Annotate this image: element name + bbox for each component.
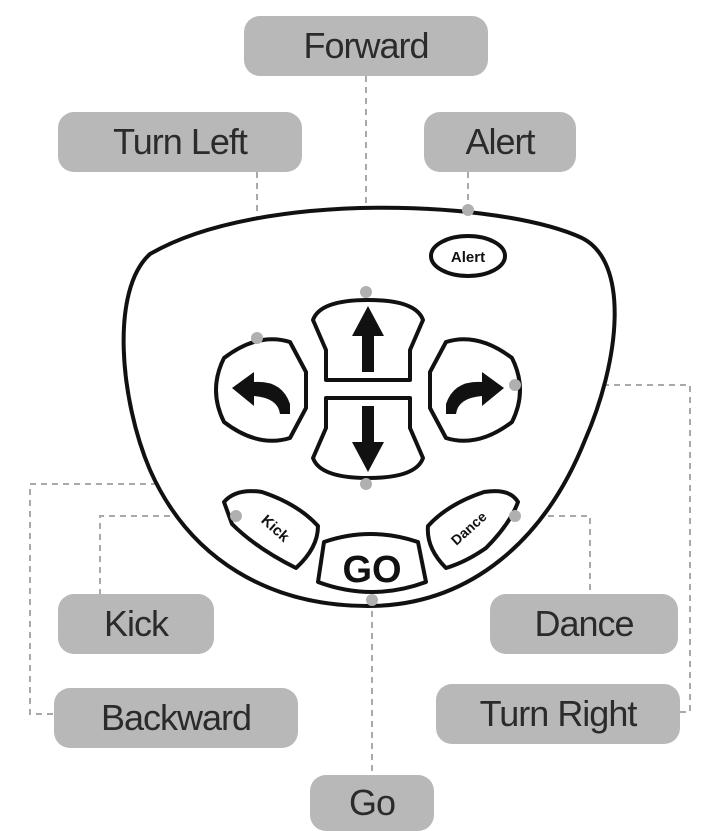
label-backward: Backward	[54, 688, 298, 748]
down-arrow-icon	[352, 406, 384, 472]
go-button[interactable]	[316, 532, 428, 594]
label-go: Go	[310, 775, 434, 831]
dot-alert	[462, 204, 474, 216]
dot-forward	[360, 286, 372, 298]
turn-left-arrow-icon	[232, 372, 290, 414]
label-forward: Forward	[244, 16, 488, 76]
go-button-label: GO	[342, 549, 401, 591]
up-arrow-icon	[352, 306, 384, 372]
forward-button[interactable]	[311, 298, 425, 382]
alert-button[interactable]	[429, 234, 507, 278]
kick-button[interactable]	[222, 489, 320, 570]
dance-button[interactable]	[425, 489, 520, 570]
turn-right-arrow-icon	[446, 372, 504, 414]
label-kick: Kick	[58, 594, 214, 654]
dot-turn-right	[509, 379, 521, 391]
label-dance: Dance	[490, 594, 678, 654]
leader-turn-right	[515, 384, 691, 713]
alert-button-label: Alert	[451, 249, 485, 266]
backward-button[interactable]	[311, 396, 425, 480]
dot-kick	[230, 510, 242, 522]
turn-right-button[interactable]	[428, 337, 522, 443]
label-alert: Alert	[424, 112, 576, 172]
dot-go	[366, 594, 378, 606]
label-turn-left: Turn Left	[58, 112, 302, 172]
turn-left-button[interactable]	[214, 337, 308, 443]
dot-turn-left	[251, 332, 263, 344]
dot-dance	[509, 510, 521, 522]
label-turn-right: Turn Right	[436, 684, 680, 744]
dot-backward	[360, 478, 372, 490]
leader-dots	[230, 204, 521, 606]
